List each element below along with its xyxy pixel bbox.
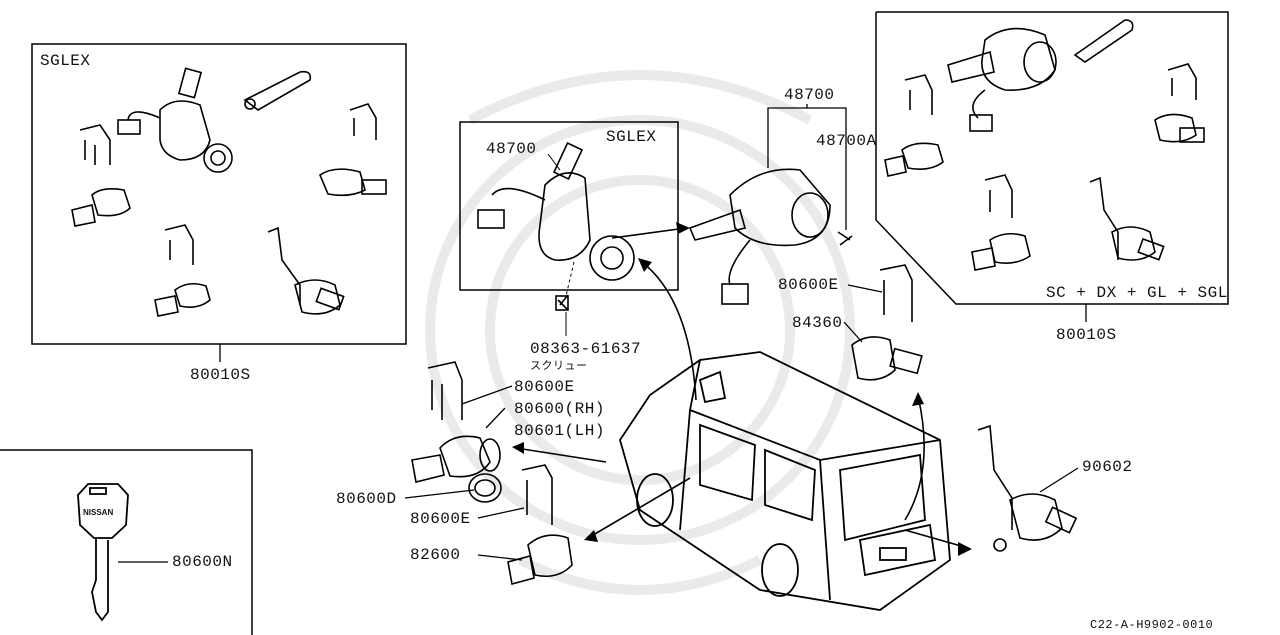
door-lock-lh-part-number: 80601(LH)	[514, 422, 605, 440]
glove-box-lock-part-number: 84360	[792, 314, 843, 332]
kit-part-number-right: 80010S	[1056, 326, 1117, 344]
connector-arrows	[515, 227, 969, 549]
sglex-ignition-title: SGLEX	[606, 128, 657, 146]
label-leaders	[118, 284, 1079, 563]
gasket-part-number: 80600D	[336, 490, 397, 508]
retainer-part-number-right: 80600E	[778, 276, 839, 294]
key-brand-logo-text: NISSAN	[83, 508, 114, 517]
standard-kit-box	[875, 11, 1229, 305]
arrow-heads	[512, 222, 972, 556]
ignition-set-part-number: 48700	[784, 86, 835, 104]
sglex-ignition-parts	[477, 142, 635, 336]
key-drawing	[77, 483, 129, 622]
ignition-set-parts	[688, 104, 853, 305]
screw-part-number: 08363-61637	[530, 340, 642, 358]
door-lock-rh-part-number: 80600(RH)	[514, 400, 605, 418]
kit-part-number-left: 80010S	[190, 366, 251, 384]
sglex-kit-parts	[71, 67, 387, 317]
screw-name: スクリュー	[530, 359, 588, 372]
fuel-lock-part-number: 82600	[410, 546, 461, 564]
sglex-kit-title: SGLEX	[40, 52, 91, 70]
back-door-lock-part-number: 90602	[1082, 458, 1133, 476]
door-lock-parts	[411, 264, 1078, 586]
standard-kit-parts	[884, 19, 1205, 271]
ignition-inset-part-number: 48700	[486, 140, 537, 158]
key-blank-part-number: 80600N	[172, 553, 233, 571]
ignition-alt-part-number: 48700A	[816, 132, 877, 150]
sglex-kit-box	[31, 43, 407, 345]
van-illustration	[619, 351, 951, 611]
diagram-code: C22-A-H9902-0010	[1090, 618, 1214, 632]
retainer-part-number-left-top: 80600E	[514, 378, 575, 396]
watermark-emblem	[425, 70, 855, 595]
sglex-ignition-box	[459, 121, 679, 291]
standard-kit-title: SC + DX + GL + SGL	[1046, 284, 1228, 302]
key-box	[0, 449, 253, 635]
retainer-part-number-left-bottom: 80600E	[410, 510, 471, 528]
